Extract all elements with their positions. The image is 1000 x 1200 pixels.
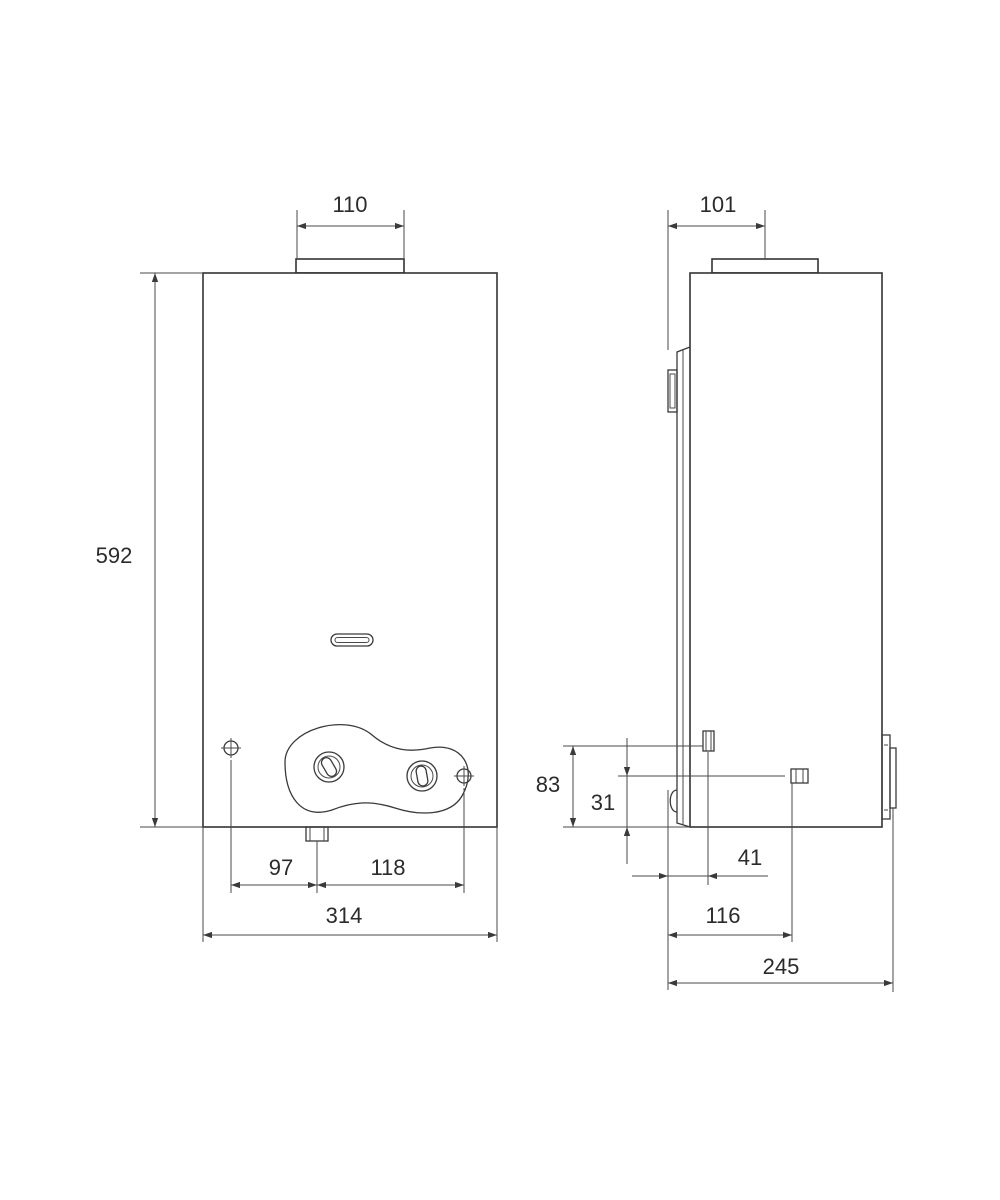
front-view: 110 592 97 118 314 xyxy=(96,192,498,942)
dim-label-83: 83 xyxy=(536,772,560,797)
display-slot xyxy=(330,633,374,647)
front-flue-collar xyxy=(295,258,405,274)
dim-label-592: 592 xyxy=(96,543,133,568)
rear-nozzle xyxy=(702,730,715,752)
dim-side-116: 116 xyxy=(668,783,793,942)
left-knob[interactable] xyxy=(313,751,345,783)
dim-label-245: 245 xyxy=(763,954,800,979)
dim-label-101: 101 xyxy=(700,192,737,217)
dim-front-height: 592 xyxy=(96,272,203,828)
right-connection-symbol xyxy=(454,766,474,786)
dim-connection-offsets: 97 118 xyxy=(230,760,465,893)
front-casing xyxy=(202,272,498,828)
dim-side-245: 245 xyxy=(668,808,894,992)
side-right-fitting xyxy=(881,734,891,820)
dim-front-width: 314 xyxy=(202,827,498,942)
dim-side-31: 31 xyxy=(591,738,785,864)
right-knob[interactable] xyxy=(406,760,438,792)
dim-flue-width: 110 xyxy=(296,192,405,259)
dim-label-110: 110 xyxy=(332,192,367,217)
front-nozzle xyxy=(790,768,809,784)
dim-label-314: 314 xyxy=(326,903,363,928)
dim-label-97: 97 xyxy=(269,855,293,880)
side-flue-collar xyxy=(711,258,819,274)
side-view: 101 83 31 41 1 xyxy=(536,192,897,992)
bottom-fitting xyxy=(305,826,329,842)
dim-side-41: 41 xyxy=(632,752,768,990)
side-casing xyxy=(689,272,883,828)
dim-side-83: 83 xyxy=(536,745,703,828)
dim-label-31: 31 xyxy=(591,790,615,815)
dim-side-flue-offset: 101 xyxy=(667,192,766,350)
dim-label-116: 116 xyxy=(705,903,740,928)
left-connection-symbol xyxy=(221,738,241,758)
dim-label-41: 41 xyxy=(738,845,762,870)
dim-label-118: 118 xyxy=(370,855,405,880)
